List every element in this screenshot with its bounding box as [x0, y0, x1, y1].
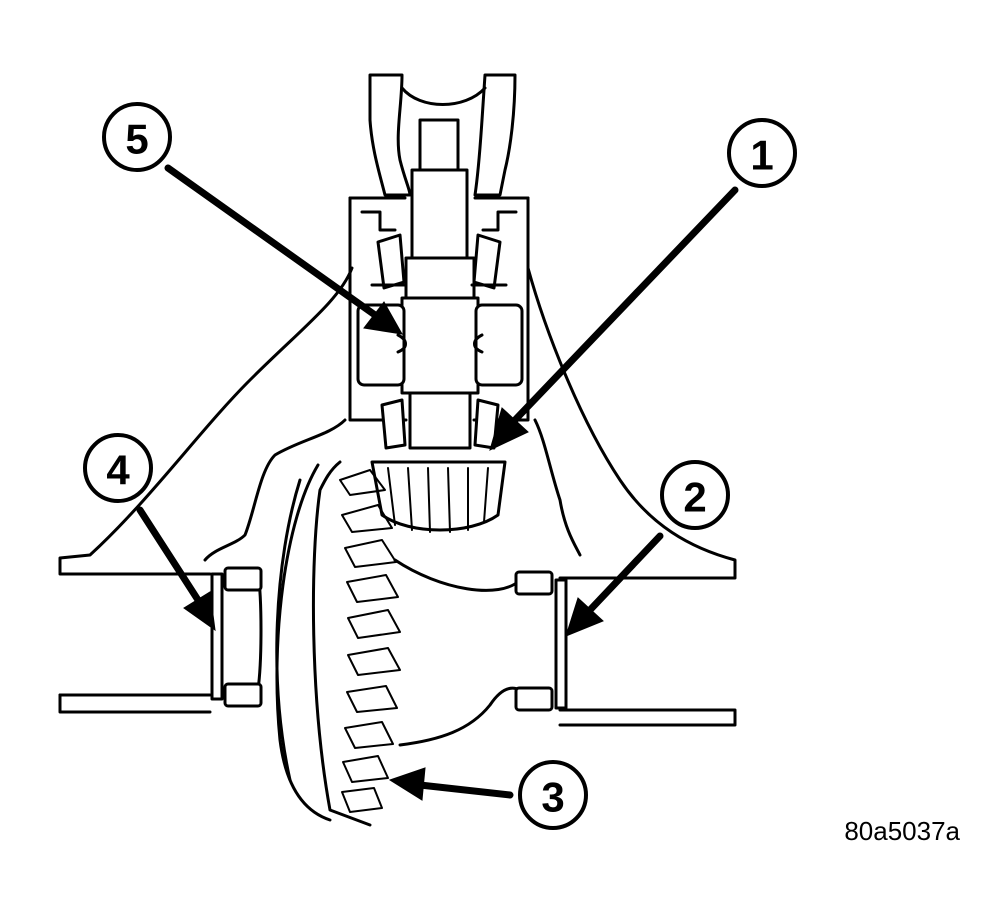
front-pinion-bearing [370, 233, 508, 290]
arrow-1 [489, 186, 739, 451]
left-side-bearing [210, 566, 263, 708]
arrow-3 [388, 767, 514, 801]
pinion-gear [370, 460, 507, 533]
ring-gear [275, 460, 401, 827]
callout-4: 4 [83, 433, 153, 503]
figure-id-label: 80a5037a [844, 816, 960, 846]
callout-5-number: 5 [125, 116, 148, 163]
right-side-bearing [514, 570, 568, 712]
arrow-2 [565, 532, 664, 637]
pinion-shaft [400, 118, 480, 450]
callout-4-number: 4 [106, 447, 130, 494]
housing-outline [58, 266, 737, 727]
arrow-4 [136, 506, 216, 632]
callout-5: 5 [102, 102, 172, 172]
differential-case [256, 558, 522, 747]
callout-1: 1 [727, 118, 797, 188]
callout-2: 2 [660, 460, 730, 530]
callout-3-number: 3 [541, 774, 564, 821]
arrow-5 [164, 164, 403, 335]
callout-1-number: 1 [750, 132, 773, 179]
callout-3: 3 [518, 760, 588, 830]
pinion-yoke [368, 73, 517, 197]
callout-2-number: 2 [683, 474, 706, 521]
